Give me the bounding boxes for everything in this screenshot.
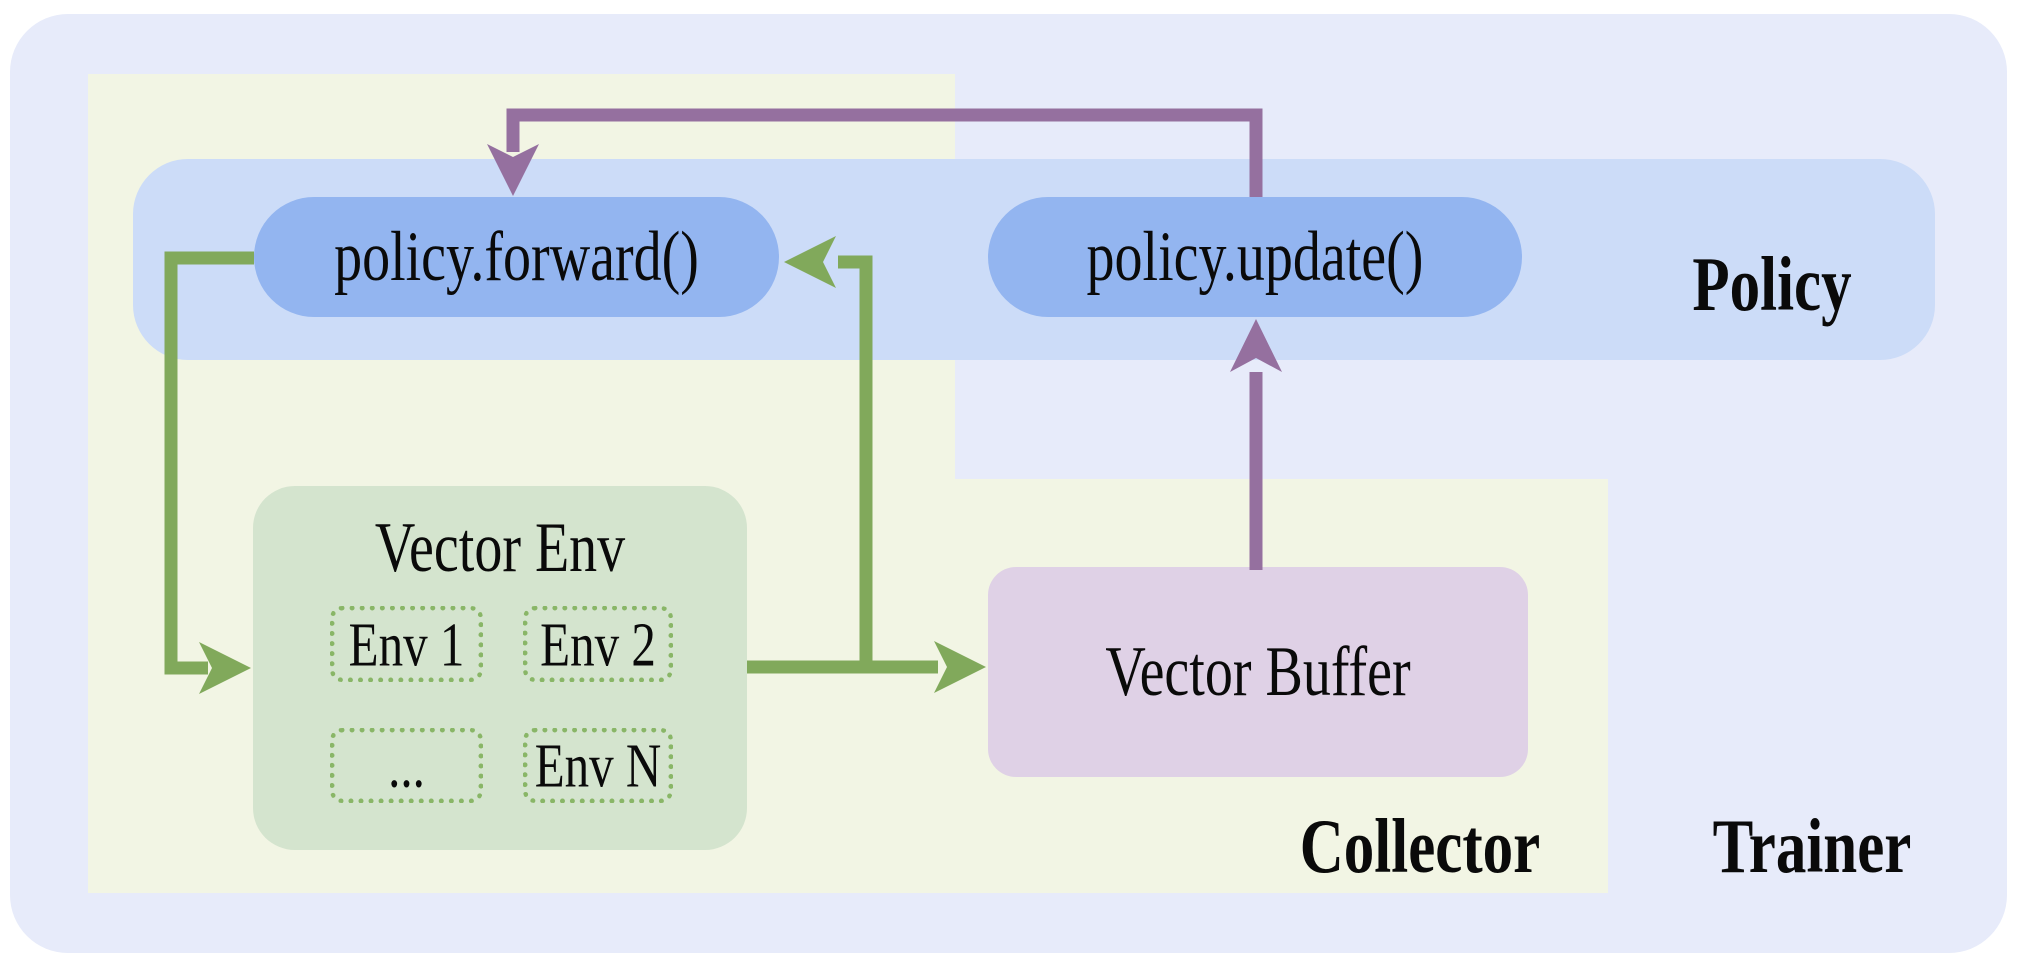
trainer-region-label: Trainer — [1712, 804, 1912, 890]
env-item-ellipsis: ... — [330, 728, 483, 803]
policy-forward-label: policy.forward() — [334, 217, 699, 297]
vector-buffer-label: Vector Buffer — [1105, 632, 1411, 712]
env-item-ellipsis-label: ... — [388, 730, 425, 801]
policy-region-label: Policy — [1692, 242, 1852, 328]
env-item-2: Env 2 — [523, 606, 673, 682]
collector-region-label: Collector — [1299, 804, 1541, 890]
env-item-1: Env 1 — [330, 606, 483, 682]
policy-update-node: policy.update() — [988, 197, 1522, 317]
env-item-n: Env N — [523, 728, 673, 803]
env-item-2-label: Env 2 — [540, 609, 656, 679]
env-item-1-label: Env 1 — [348, 609, 465, 679]
policy-forward-node: policy.forward() — [254, 197, 779, 317]
policy-update-label: policy.update() — [1086, 217, 1424, 297]
vector-env-node: Vector Env — [253, 486, 747, 850]
vector-env-title-text: Vector Env — [374, 508, 626, 588]
vector-env-title: Vector Env — [253, 509, 747, 588]
vector-buffer-node: Vector Buffer — [988, 567, 1528, 777]
env-item-n-label: Env N — [534, 730, 662, 801]
